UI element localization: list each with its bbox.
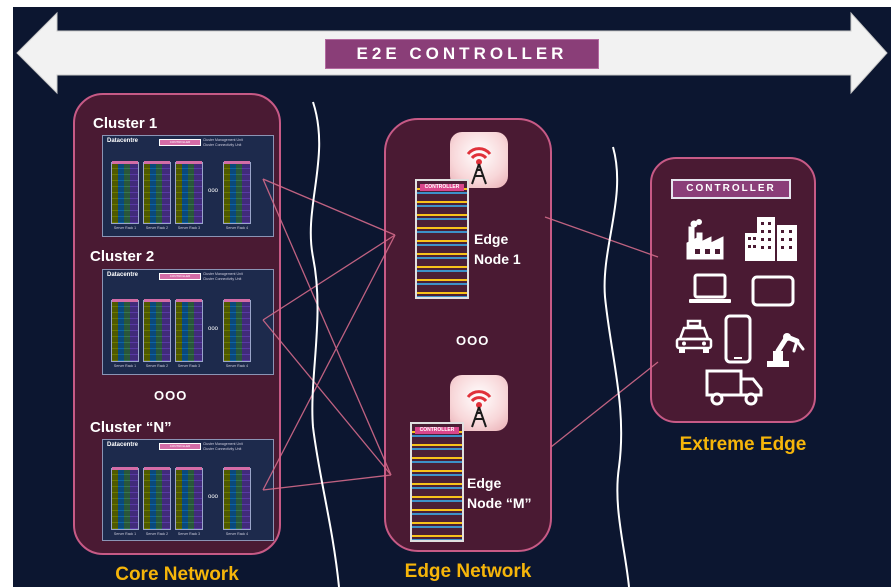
edge-controller: CONTROLLER [415, 427, 459, 434]
rack-ellipsis: ooo [208, 188, 219, 194]
e2e-controller-title: E2E CONTROLLER [356, 44, 568, 63]
cluster-1-title: Cluster 1 [93, 115, 158, 132]
cell-tower-icon [466, 147, 492, 185]
robot-arm-icon [767, 333, 805, 367]
server-rack: Server Rack 1 [111, 299, 139, 368]
link-line [262, 234, 396, 321]
cluster-1-datacentre: Datacentre CONTROLLER Cluster Management… [102, 135, 274, 237]
laptop-icon [689, 273, 731, 303]
link-line [262, 474, 392, 491]
extreme-edge-controller: CONTROLLER [671, 179, 791, 199]
link-line [262, 178, 392, 476]
car-icon [675, 319, 713, 353]
server-rack: Server Rack 2 [143, 299, 171, 368]
rack-ellipsis: ooo [208, 494, 219, 500]
server-rack: Server Rack 2 [143, 467, 171, 536]
cluster-management-unit: CONTROLLER [159, 443, 201, 450]
truck-icon [705, 369, 763, 406]
cell-tower-1 [450, 132, 508, 188]
link-line [262, 319, 392, 476]
extreme-edge-panel [650, 157, 816, 423]
edge-controller: CONTROLLER [420, 184, 464, 191]
extreme-edge-label: Extreme Edge [679, 434, 807, 455]
server-rack: Server Rack 1 [111, 467, 139, 536]
diagram-canvas: E2E CONTROLLER Cluster 1 Datacentre CONT… [13, 7, 891, 587]
factory-icon [686, 219, 724, 260]
cluster-2-title: Cluster 2 [90, 248, 155, 265]
edge-node-m-rack: CONTROLLER [410, 422, 464, 542]
server-rack: Server Rack 2 [143, 161, 171, 230]
link-line [544, 216, 659, 258]
server-rack: Server Rack 4 [223, 161, 251, 230]
cluster-management-unit: CONTROLLER [159, 273, 201, 280]
cluster-2-datacentre: Datacentre CONTROLLER Cluster Management… [102, 269, 274, 375]
e2e-controller-banner: E2E CONTROLLER [325, 39, 599, 69]
server-rack: Server Rack 3 [175, 467, 203, 536]
cluster-n-title: Cluster “N” [90, 419, 172, 436]
server-rack: Server Rack 3 [175, 161, 203, 230]
buildings-icon [745, 217, 797, 261]
edge-node-1-rack: CONTROLLER [415, 179, 469, 299]
link-line [262, 178, 396, 236]
cell-tower-m [450, 375, 508, 431]
server-rack: Server Rack 3 [175, 299, 203, 368]
core-network-label: Core Network [115, 564, 239, 585]
link-line [550, 361, 659, 448]
rack-ellipsis: ooo [208, 326, 219, 332]
separator-wave [603, 146, 630, 587]
server-rack: Server Rack 1 [111, 161, 139, 230]
cluster-n-datacentre: Datacentre CONTROLLER Cluster Management… [102, 439, 274, 541]
cell-tower-icon [466, 390, 492, 428]
phone-icon [724, 314, 752, 364]
separator-wave [309, 101, 340, 587]
edge-nodes-ellipsis: OOO [456, 333, 490, 348]
link-line [262, 234, 396, 491]
server-rack: Server Rack 4 [223, 467, 251, 536]
tablet-icon [751, 275, 795, 307]
cluster-management-unit: CONTROLLER [159, 139, 201, 146]
server-rack: Server Rack 4 [223, 299, 251, 368]
clusters-ellipsis: OOO [154, 388, 188, 403]
edge-network-label: Edge Network [404, 561, 532, 582]
